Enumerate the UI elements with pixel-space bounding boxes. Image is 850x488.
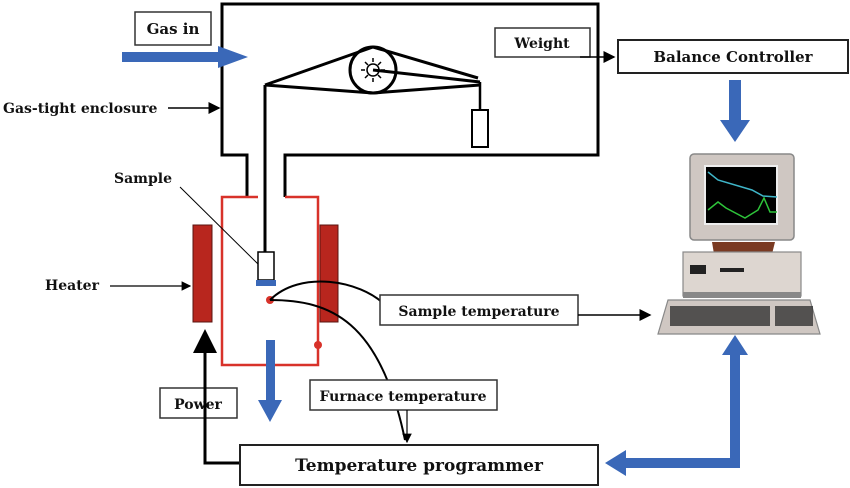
computer-icon [657,153,821,335]
temperature-programmer-box [239,444,599,486]
sample-temperature-label: Sample temperature [398,304,559,320]
weight-box [494,27,591,58]
heater-label: Heater [45,278,100,294]
power-line [193,329,240,465]
furnace-thermocouple [314,341,322,349]
gas-in-arrow [122,46,248,68]
furnace-temperature-label: Furnace temperature [319,389,486,405]
sample-temperature-box [379,294,579,326]
heater-left [192,224,213,323]
gas-in-label: Gas in [147,20,200,38]
balance-to-computer-arrow [720,80,750,142]
counterweight [471,109,489,148]
programmer-computer-arrow [605,335,748,476]
balance-controller-box [617,39,849,74]
balance-belt [264,45,481,95]
gas-tight-enclosure [220,2,600,197]
sample-pointer [179,186,259,265]
sample-material [256,280,276,286]
sample-holder [257,251,275,281]
gas-tight-enclosure-label: Gas-tight enclosure [3,101,158,117]
heater-right [319,224,339,323]
gas-out-arrow [258,340,282,422]
power-label: Power [174,397,222,413]
temperature-programmer-label: Temperature programmer [295,456,544,476]
sample-label: Sample [114,171,172,187]
weight-label: Weight [513,36,570,52]
power-box [159,387,238,419]
furnace-temperature-box [309,379,498,411]
balance-controller-label: Balance Controller [653,48,813,66]
gas-in-box [134,11,212,46]
